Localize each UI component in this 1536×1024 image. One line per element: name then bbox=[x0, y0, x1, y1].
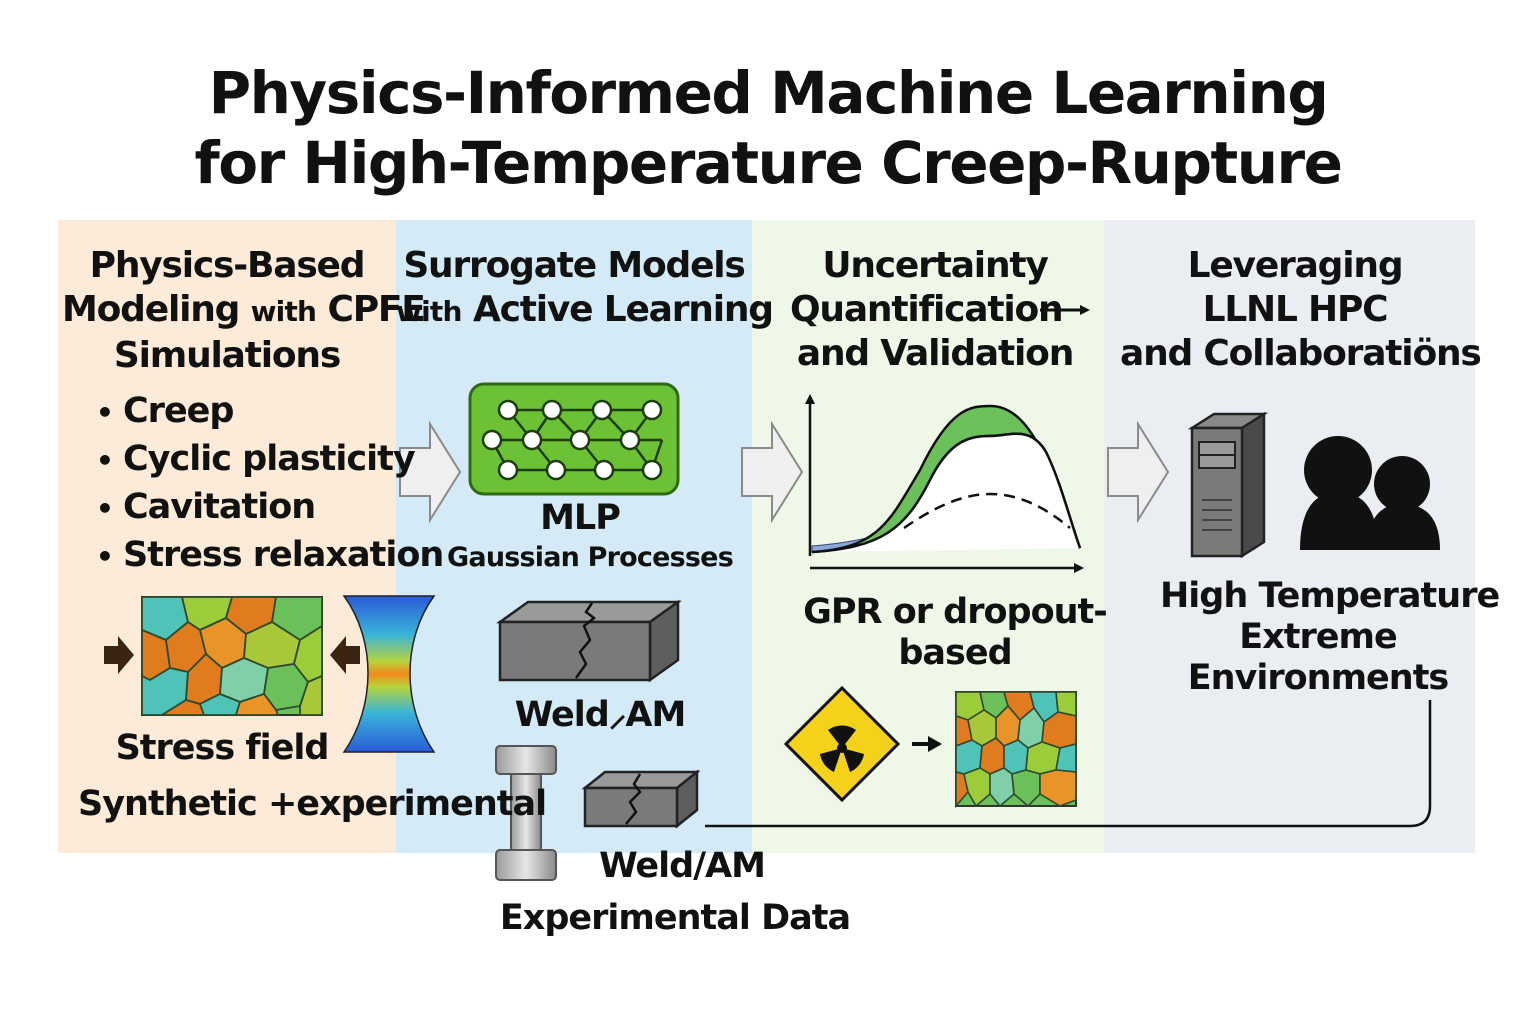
list-item: Cyclic plasticity bbox=[96, 436, 443, 484]
environment-line-3: Environments bbox=[1187, 658, 1450, 698]
panel-surrogate-models bbox=[396, 220, 752, 853]
flow-arrow-icon bbox=[741, 420, 804, 524]
grain-microstructure-icon bbox=[955, 691, 1077, 809]
weld-am-label-2: Weld/AM bbox=[599, 846, 766, 886]
tensile-specimen-icon bbox=[495, 745, 557, 881]
uncertainty-plot bbox=[805, 394, 1084, 573]
mlp-label: MLP bbox=[540, 498, 621, 538]
gpr-dropout-label: GPR or dropout- based bbox=[800, 592, 1110, 674]
gaussian-processes-label: Gaussian Processes bbox=[447, 542, 734, 573]
feedback-connector bbox=[705, 700, 1432, 828]
arrow-icon bbox=[912, 736, 942, 752]
panel4-heading-line-2: LLNL HPC bbox=[1202, 289, 1389, 330]
panel2-heading-with: with bbox=[396, 295, 462, 328]
weld-am-label: Weld⸝AM bbox=[514, 695, 687, 735]
panel1-heading-line-3: Simulations bbox=[113, 335, 341, 376]
panel4-heading-line-3: and Collaboratiöns bbox=[1120, 333, 1482, 374]
panel3-heading: Uncertainty Quantification and Validatio… bbox=[770, 244, 1100, 376]
panel4-heading: Leveraging LLNL HPC and Collaboratiöns bbox=[1120, 244, 1482, 376]
list-item: Cavitation bbox=[96, 484, 443, 532]
people-icon bbox=[1300, 436, 1440, 550]
diagram-title: Physics-Informed Machine Learning for Hi… bbox=[0, 58, 1536, 198]
stress-specimen-icon bbox=[342, 595, 436, 753]
mechanism-list: Creep Cyclic plasticity Cavitation Stres… bbox=[96, 388, 444, 580]
panel1-heading: Physics-Based Modeling with CPFE Simulat… bbox=[62, 244, 426, 378]
panel2-heading-active: Active Learning bbox=[472, 289, 774, 330]
panel2-heading: Surrogate Models with Active Learning bbox=[396, 244, 774, 334]
panel3-heading-line-2: Quantification bbox=[790, 289, 1064, 330]
experimental-data-label: Experimental Data bbox=[499, 898, 851, 938]
grain-microstructure-icon bbox=[141, 596, 323, 716]
gpr-dropout-line-1: GPR or dropout- bbox=[803, 592, 1108, 632]
weld-block-icon bbox=[581, 769, 701, 829]
synthetic-data-label: Synthetic +experimental bbox=[78, 784, 547, 824]
panel1-heading-line-2: Modeling with CPFE bbox=[62, 288, 426, 334]
list-item: Stress relaxation bbox=[96, 532, 444, 580]
panel1-heading-line-1: Physics-Based bbox=[89, 245, 366, 286]
load-arrow-icon bbox=[330, 636, 360, 674]
panel1-heading-modeling: Modeling bbox=[62, 289, 240, 330]
weld-block-icon bbox=[496, 599, 682, 683]
environment-label: High Temperature Extreme Environments bbox=[1160, 576, 1500, 699]
radiation-warning-icon bbox=[783, 685, 901, 803]
load-arrow-icon bbox=[104, 636, 134, 674]
panel4-heading-line-1: Leveraging bbox=[1187, 245, 1404, 286]
title-line-2: for High-Temperature Creep-Rupture bbox=[194, 129, 1343, 197]
panel3-heading-line-1: Uncertainty bbox=[822, 245, 1049, 286]
panel3-heading-line-3: and Validation bbox=[796, 333, 1074, 374]
title-line-1: Physics-Informed Machine Learning bbox=[208, 59, 1329, 127]
gpr-dropout-line-2: based bbox=[898, 633, 1012, 673]
neural-network-icon bbox=[468, 382, 680, 496]
panel1-heading-with: with bbox=[250, 295, 317, 328]
stress-field-label: Stress field bbox=[115, 728, 330, 768]
panel1-heading-cpfe: CPFE bbox=[327, 289, 426, 330]
panel2-heading-line-2: with Active Learning bbox=[396, 288, 774, 334]
flow-arrow-icon bbox=[1107, 420, 1170, 524]
environment-line-1: High Temperature bbox=[1160, 576, 1500, 616]
environment-line-2: Extreme bbox=[1239, 617, 1397, 657]
small-arrow-icon bbox=[1040, 305, 1090, 315]
panel2-heading-line-1: Surrogate Models bbox=[403, 245, 746, 286]
list-item: Creep bbox=[96, 388, 443, 436]
server-icon bbox=[1187, 411, 1269, 559]
